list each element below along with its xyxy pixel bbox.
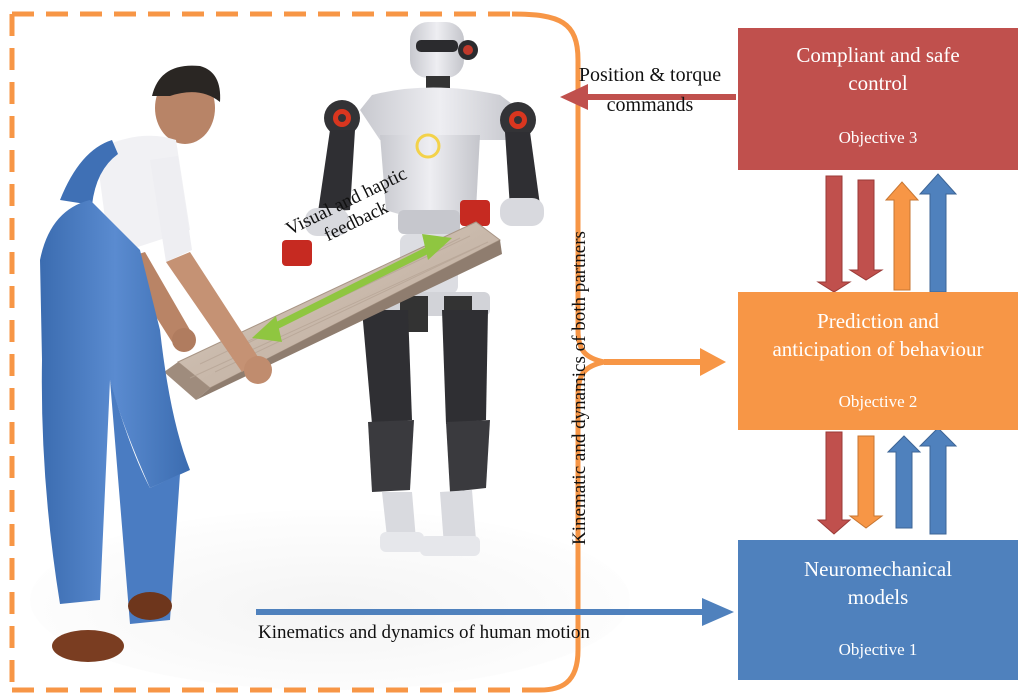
partners-label: Kinematic and dynamics of both partners (569, 231, 590, 545)
commands-label-line1: Position & torque (578, 64, 722, 86)
dashed-frame (9, 11, 540, 693)
objective-2-box: Prediction and anticipation of behaviour… (738, 292, 1018, 430)
objective-1-title-line2: models (847, 585, 909, 609)
objective-3-label: Objective 3 (838, 128, 918, 147)
robot (282, 22, 544, 556)
objective-2-label: Objective 2 (838, 392, 918, 411)
human (40, 65, 272, 662)
objective-3-box: Compliant and safe control Objective 3 (738, 28, 1018, 170)
brace (511, 11, 605, 693)
objective-2-title-line1: Prediction and (817, 309, 939, 333)
partners-arrow (604, 348, 726, 376)
objective-3-title-line2: control (848, 71, 908, 95)
objective-arrows-lower (816, 427, 958, 535)
human-motion-label: Kinematics and dynamics of human motion (258, 622, 590, 643)
feedback-arrow (252, 234, 452, 342)
commands-arrow (560, 84, 736, 110)
human-motion-arrow (256, 598, 734, 626)
objective-arrows-upper (816, 173, 958, 293)
objective-1-label: Objective 1 (838, 640, 918, 659)
objective-1-title-line1: Neuromechanical (803, 557, 953, 581)
objective-2-title-line2: anticipation of behaviour (772, 337, 984, 361)
commands-label-line2: commands (606, 94, 694, 116)
objective-1-box: Neuromechanical models Objective 1 (738, 540, 1018, 680)
floor-shadow (30, 510, 630, 690)
objective-3-title-line1: Compliant and safe (796, 43, 960, 67)
